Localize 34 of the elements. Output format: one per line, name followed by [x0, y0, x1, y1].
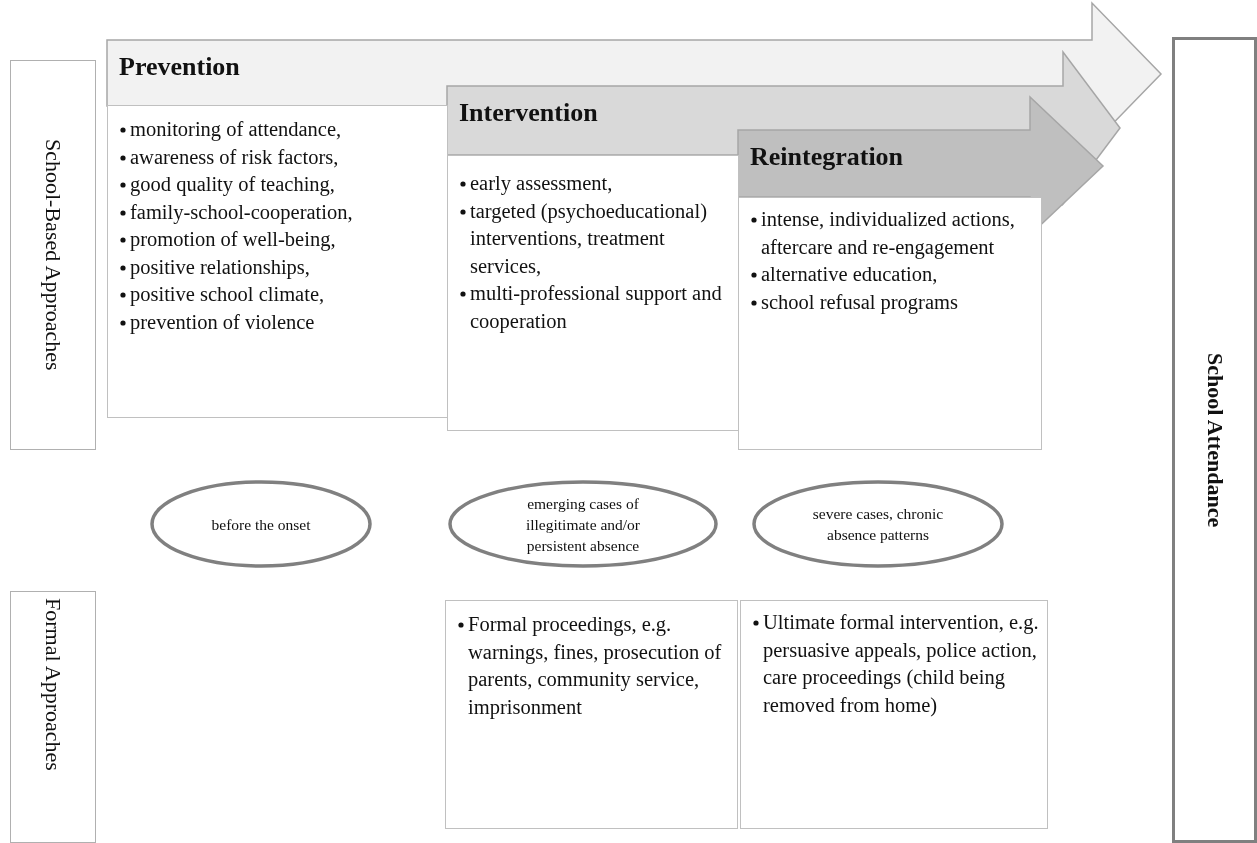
bullet-text: early assessment, — [470, 171, 613, 197]
bullet-list-box — [445, 600, 738, 829]
ellipse-shape — [752, 480, 1004, 568]
bullet-text: good quality of teaching, — [130, 172, 335, 198]
bullet-text: school refusal programs — [761, 289, 958, 316]
side-label-box — [10, 591, 96, 843]
stage-heading: Reintegration — [750, 142, 904, 172]
bullet-text: promotion of well-being, — [130, 227, 336, 253]
case-label: severe cases, chronic absence patterns — [811, 504, 945, 545]
bar-label: School Attendance — [1201, 352, 1228, 528]
side-label: Formal Approaches — [40, 598, 66, 771]
bullet-text: Formal proceedings, e.g. warnings, fines, prosecution of parents, community service, imprisonment — [468, 612, 723, 721]
ellipse-shape — [448, 480, 718, 568]
bullet-list-box — [738, 197, 1042, 450]
bullet-text: family-school-cooperation, — [130, 199, 353, 226]
bullet-text: prevention of violence — [130, 309, 315, 336]
case-label: emerging cases of illegitimate and/or persistent absence — [524, 493, 642, 556]
bullet-text: positive relationships, — [130, 254, 310, 281]
bullet-text: multi-professional support and cooperation — [470, 281, 723, 335]
bullet-text: alternative education, — [761, 262, 938, 287]
bullet-text: Ultimate formal intervention, e.g. persuasive appeals, police action, care proceedings (child being removed from home) — [763, 610, 1040, 719]
attendance-bar — [1172, 37, 1257, 843]
stage-heading: Prevention — [119, 52, 240, 82]
bullet-list-box — [447, 155, 739, 431]
bullet-text: monitoring of attendance, — [130, 117, 342, 143]
bullet-list-box — [740, 600, 1048, 829]
case-label: before the onset — [210, 514, 312, 535]
side-label: School-Based Approaches — [40, 139, 66, 371]
side-label-box — [10, 60, 96, 450]
bullet-list-box — [107, 105, 448, 418]
bullet-text: awareness of risk factors, — [130, 144, 339, 170]
ellipse-shape — [150, 480, 372, 568]
stage-heading: Intervention — [459, 98, 598, 128]
bullet-text: positive school climate, — [130, 282, 325, 308]
